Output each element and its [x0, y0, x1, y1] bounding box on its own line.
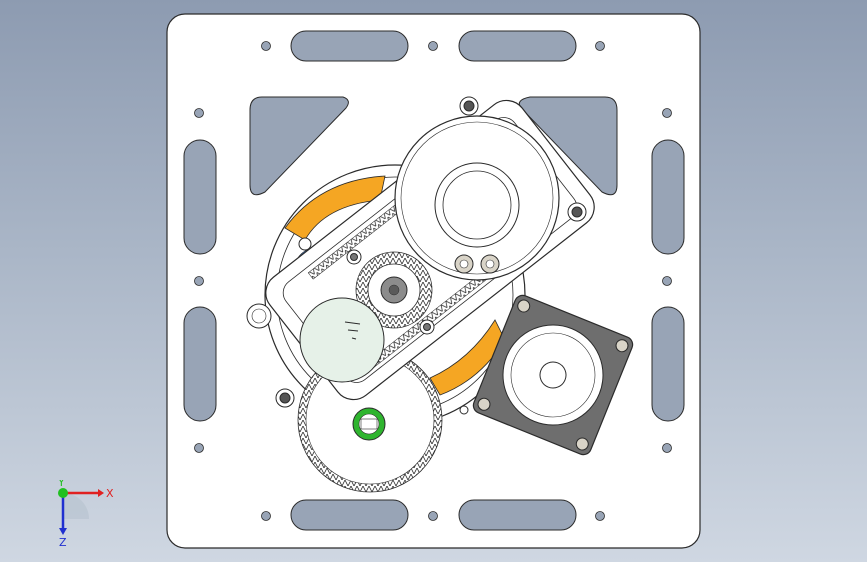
bottom-slot-right: [458, 499, 577, 531]
cutout-top-left: [249, 96, 349, 196]
x-axis-arrow: [98, 489, 104, 497]
bottom-slot-left: [290, 499, 409, 531]
right-slot-upper: [651, 139, 685, 255]
pinion-gear: [355, 251, 433, 329]
top-slot-right: [458, 30, 577, 62]
frame-bolts: [246, 96, 587, 415]
left-slot-lower: [183, 306, 217, 422]
x-axis-label: X: [106, 487, 114, 500]
y-axis-dot: [58, 488, 68, 498]
orientation-triad: X Y Z: [57, 480, 114, 549]
triad-shadow: [63, 493, 89, 519]
green-bearing: [352, 407, 386, 441]
cutout-top-right: [518, 96, 618, 196]
right-slot-lower: [651, 306, 685, 422]
top-slot-left: [290, 30, 409, 62]
z-axis-label: Z: [59, 536, 67, 549]
y-axis-label: Y: [57, 480, 65, 489]
z-axis-arrow: [59, 528, 67, 535]
large-motor: [394, 115, 560, 281]
pale-motor: [299, 297, 385, 383]
plate-holes: [194, 41, 672, 521]
stepper-motor: [472, 294, 634, 456]
orange-rings: [284, 175, 506, 396]
left-slot-upper: [183, 139, 217, 255]
